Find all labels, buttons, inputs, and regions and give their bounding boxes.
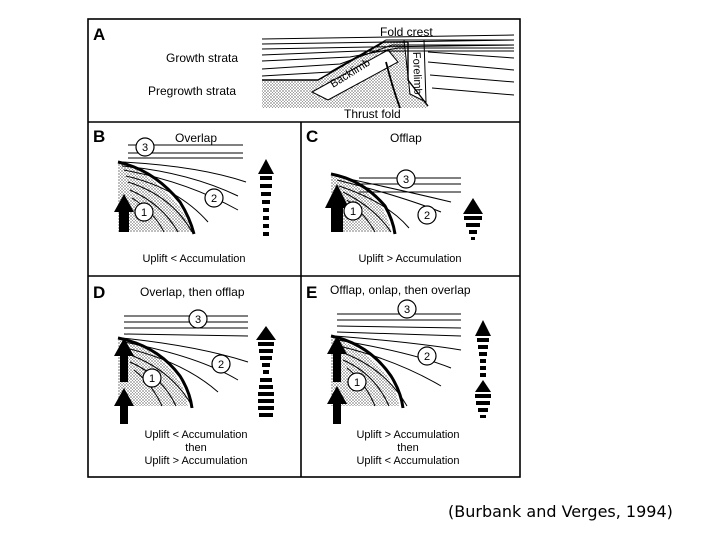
citation: (Burbank and Verges, 1994) — [448, 502, 688, 521]
marker-e-1: 1 — [348, 373, 366, 391]
svg-text:1: 1 — [354, 377, 360, 389]
panel-c: C Offlap 3 — [306, 127, 483, 265]
pregrowth-strata-label: Pregrowth strata — [148, 84, 236, 98]
panel-a: A Growth strata Pregrowth strata Fold cr… — [93, 25, 514, 121]
marker-b-2: 2 — [205, 189, 223, 207]
panel-e-caption-2: then — [397, 442, 418, 454]
forelimb-label: Forelimb — [410, 52, 423, 95]
fold-crest-label: Fold crest — [380, 25, 433, 39]
marker-c-3: 3 — [397, 170, 415, 188]
panel-d-title: Overlap, then offlap — [140, 285, 245, 299]
marker-b-3: 3 — [136, 138, 154, 156]
marker-e-3: 3 — [398, 300, 416, 318]
panel-c-title: Offlap — [390, 131, 422, 145]
panel-d-caption-3: Uplift > Accumulation — [144, 455, 247, 467]
marker-b-1: 1 — [135, 203, 153, 221]
panel-a-letter: A — [93, 25, 105, 44]
marker-d-1: 1 — [143, 369, 161, 387]
arrow-up-accumulation-d — [256, 326, 276, 417]
panel-d: D Overlap, then offlap — [93, 283, 276, 467]
panel-d-caption-1: Uplift < Accumulation — [144, 429, 247, 441]
panel-c-letter: C — [306, 127, 318, 146]
growth-strata-label: Growth strata — [166, 51, 238, 65]
svg-text:3: 3 — [403, 174, 409, 186]
marker-e-2: 2 — [418, 347, 436, 365]
svg-text:3: 3 — [195, 314, 201, 326]
panel-e-caption-1: Uplift > Accumulation — [356, 429, 459, 441]
svg-text:2: 2 — [424, 210, 430, 222]
marker-d-3: 3 — [189, 310, 207, 328]
svg-text:1: 1 — [149, 373, 155, 385]
panel-c-caption: Uplift > Accumulation — [358, 253, 461, 265]
svg-text:2: 2 — [424, 351, 430, 363]
svg-text:1: 1 — [350, 206, 356, 218]
panel-e-caption-3: Uplift < Accumulation — [356, 455, 459, 467]
panel-d-caption-2: then — [185, 442, 206, 454]
arrow-up-accumulation-c — [463, 198, 483, 240]
arrow-up-accumulation-b — [258, 159, 274, 236]
svg-text:1: 1 — [141, 207, 147, 219]
panel-e-title: Offlap, onlap, then overlap — [330, 283, 471, 297]
panel-e: E Offlap, onlap, then overlap — [306, 283, 491, 467]
svg-text:3: 3 — [404, 304, 410, 316]
thrust-fold-label: Thrust fold — [344, 107, 401, 121]
arrow-up-accumulation-e — [475, 320, 491, 418]
svg-text:3: 3 — [142, 142, 148, 154]
svg-text:2: 2 — [218, 359, 224, 371]
panel-d-letter: D — [93, 283, 105, 302]
panel-b: B Overlap — [93, 127, 274, 265]
svg-text:2: 2 — [211, 193, 217, 205]
panel-b-title: Overlap — [175, 131, 217, 145]
panel-e-letter: E — [306, 283, 317, 302]
panel-b-caption: Uplift < Accumulation — [142, 253, 245, 265]
marker-c-2: 2 — [418, 206, 436, 224]
panel-b-letter: B — [93, 127, 105, 146]
marker-d-2: 2 — [212, 355, 230, 373]
marker-c-1: 1 — [344, 202, 362, 220]
